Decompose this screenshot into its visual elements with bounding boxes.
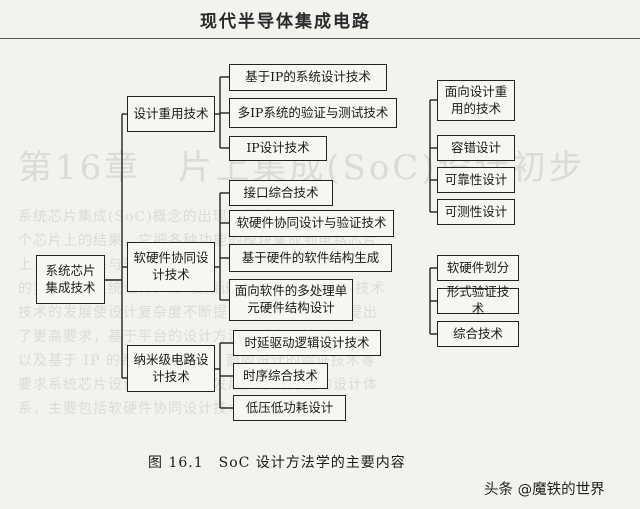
- node-reliability-design: 可靠性设计: [437, 167, 515, 193]
- watermark: 头条 @魔铁的世界: [484, 482, 605, 498]
- node-synthesis-tech: 综合技术: [437, 321, 519, 347]
- branch-hw-sw-codesign: 软硬件协同设计技术: [127, 242, 215, 292]
- node-testability-design: 可测性设计: [437, 199, 515, 225]
- node-fault-tolerant-design: 容错设计: [437, 135, 515, 161]
- node-ip-design: IP设计技术: [229, 136, 327, 161]
- node-design-for-reuse: 面向设计重用的技术: [437, 80, 515, 121]
- node-hw-based-sw-structure: 基于硬件的软件结构生成: [229, 244, 392, 272]
- node-multi-ip-verification: 多IP系统的验证与测试技术: [229, 98, 397, 128]
- book-title: 现代半导体集成电路: [200, 12, 371, 32]
- node-formal-verification: 形式验证技术: [437, 284, 519, 316]
- node-delay-driven-logic: 时延驱动逻辑设计技术: [233, 330, 381, 356]
- node-ip-based-system-design: 基于IP的系统设计技术: [229, 64, 387, 91]
- figure-caption: 图 16.1 SoC 设计方法学的主要内容: [148, 455, 406, 471]
- node-hw-sw-partition: 软硬件划分: [437, 255, 519, 281]
- branch-nanoscale-design: 纳米级电路设计技术: [127, 345, 215, 392]
- root-node-soc-integration: 系统芯片集成技术: [36, 255, 105, 304]
- node-timing-synthesis: 时序综合技术: [233, 363, 328, 389]
- node-codesign-verification: 软硬件协同设计与验证技术: [229, 210, 394, 237]
- node-interface-synthesis: 接口综合技术: [229, 180, 333, 206]
- page-header: 现代半导体集成电路: [0, 0, 640, 40]
- node-multiprocessor-hw-structure: 面向软件的多处理单元硬件结构设计: [229, 279, 353, 321]
- header-rule: [0, 38, 640, 39]
- node-low-power-design: 低压低功耗设计: [233, 395, 346, 421]
- branch-design-reuse: 设计重用技术: [127, 96, 215, 132]
